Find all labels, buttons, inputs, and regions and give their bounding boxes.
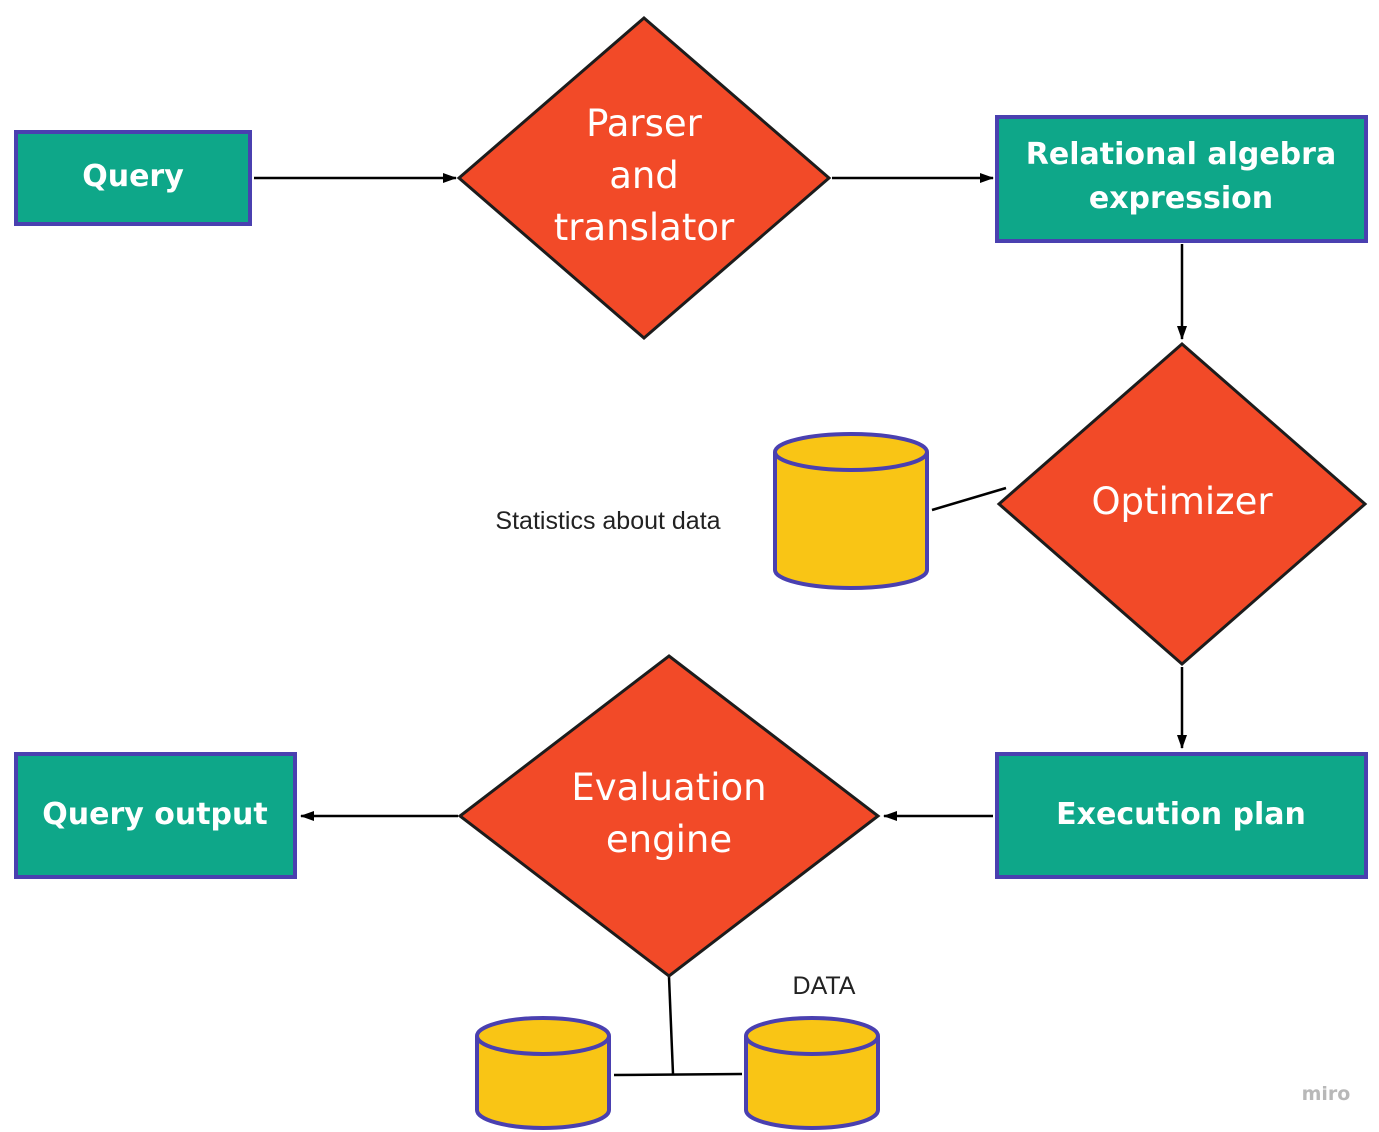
- data-database-icon-left: [475, 1016, 611, 1130]
- optimizer-label: Optimizer: [1091, 480, 1273, 523]
- link-data-stores: [613, 1072, 743, 1077]
- evaluation-label-line1: Evaluation: [571, 766, 766, 809]
- link-statistics-to-optimizer: [931, 486, 1007, 512]
- data-label: DATA: [793, 972, 856, 1000]
- parser-label-line2: and: [609, 154, 679, 197]
- query-node[interactable]: Query: [14, 130, 252, 226]
- optimizer-node[interactable]: Optimizer: [996, 342, 1368, 666]
- link-evaluation-to-data: [667, 976, 675, 1075]
- evaluation-label-line2: engine: [606, 818, 732, 861]
- execution-plan-label: Execution plan: [1056, 797, 1306, 832]
- data-database-icon-right: [744, 1016, 880, 1130]
- miro-watermark: miro: [1302, 1083, 1351, 1105]
- query-output-node[interactable]: Query output: [14, 752, 297, 879]
- parser-label-line1: Parser: [586, 102, 703, 145]
- query-label: Query: [82, 159, 184, 194]
- statistics-database-icon: [773, 432, 929, 590]
- query-output-label: Query output: [42, 797, 267, 832]
- statistics-label: Statistics about data: [495, 507, 720, 535]
- connectors: [254, 173, 1187, 1077]
- execution-plan-node[interactable]: Execution plan: [995, 752, 1368, 879]
- relational-algebra-node[interactable]: Relational algebra expression: [995, 115, 1368, 243]
- relational-label-line1: Relational algebra: [1026, 137, 1336, 172]
- evaluation-engine-node[interactable]: Evaluation engine: [457, 654, 881, 978]
- relational-label-line2: expression: [1089, 181, 1273, 216]
- parser-label-line3: translator: [554, 206, 735, 249]
- parser-translator-node[interactable]: Parser and translator: [456, 16, 832, 340]
